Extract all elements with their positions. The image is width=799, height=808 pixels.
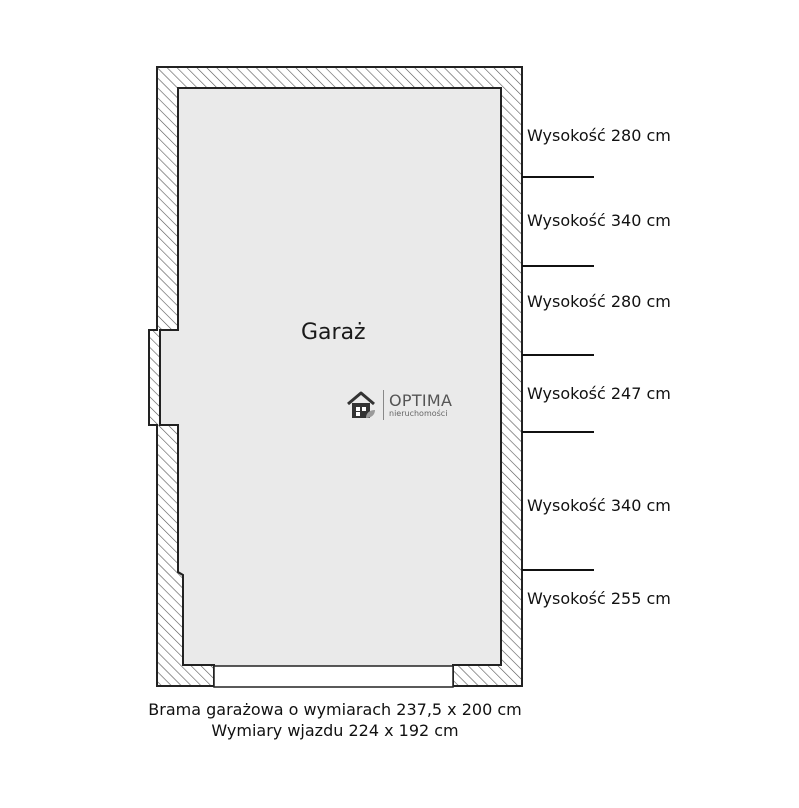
room-name: Garaż: [301, 320, 366, 345]
logo-divider: [383, 390, 384, 420]
height-label: Wysokość 247 cm: [527, 384, 671, 403]
logo-subtitle: nieruchomości: [389, 409, 448, 418]
height-label: Wysokość 280 cm: [527, 292, 671, 311]
logo-name: OPTIMA: [389, 391, 453, 410]
entry-dimensions-caption: Wymiary wjazdu 224 x 192 cm: [211, 721, 459, 740]
house-icon: [347, 391, 375, 418]
garage-floor: [159, 87, 502, 687]
height-label: Wysokość 280 cm: [527, 126, 671, 145]
height-label: Wysokość 340 cm: [527, 496, 671, 515]
height-label: Wysokość 255 cm: [527, 589, 671, 608]
garage-gate-opening: [213, 665, 454, 688]
optima-logo: OPTIMA nieruchomości: [344, 388, 464, 424]
height-label: Wysokość 340 cm: [527, 211, 671, 230]
gate-dimensions-caption: Brama garażowa o wymiarach 237,5 x 200 c…: [148, 700, 522, 719]
